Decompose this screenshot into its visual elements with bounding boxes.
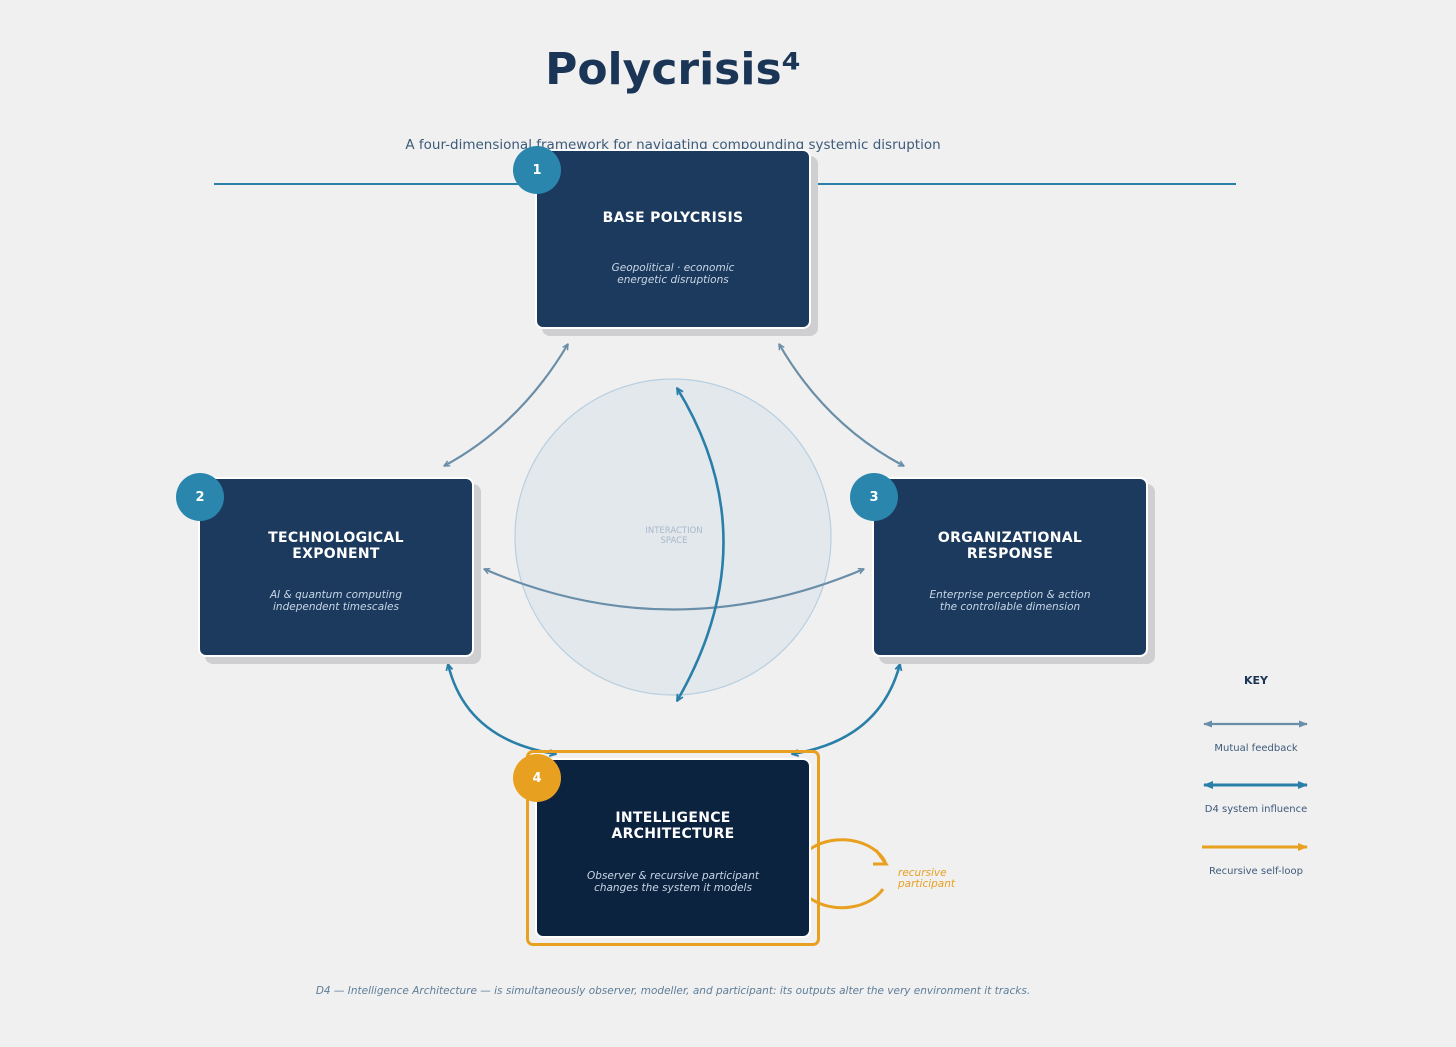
- influence-arrow-d4-d2: [448, 664, 556, 754]
- node-title: ORGANIZATIONAL RESPONSE: [884, 530, 1136, 562]
- key-label-d4-influence: D4 system influence: [1204, 804, 1308, 815]
- node-number-badge-2: 2: [176, 473, 224, 521]
- interaction-space-label: INTERACTION SPACE: [624, 526, 724, 546]
- node-description: Enterprise perception & action the contr…: [884, 589, 1136, 613]
- key-label-mutual-feedback: Mutual feedback: [1214, 743, 1298, 754]
- self-loop-arrowhead: [873, 849, 889, 866]
- footnote: D4 — Intelligence Architecture — is simu…: [315, 985, 1031, 997]
- feedback-arrow-d2-d3: [484, 569, 864, 611]
- interaction-space-label-line2: SPACE: [660, 536, 688, 546]
- node-title-line1: INTELLIGENCE: [615, 810, 731, 826]
- key-title: KEY: [1243, 674, 1268, 687]
- influence-arrow-d4-d1: [675, 388, 725, 701]
- d4-highlight-frame: [526, 750, 820, 946]
- recursive-participant-label: recursive participant: [898, 868, 955, 890]
- node-title: TECHNOLOGICAL EXPONENT: [210, 530, 462, 562]
- node-title-line1: ORGANIZATIONAL: [937, 530, 1083, 546]
- interaction-space-circle: [514, 378, 832, 696]
- recursive-label-line2: participant: [898, 878, 956, 890]
- node-technological-exponent: TECHNOLOGICAL EXPONENT AI & quantum comp…: [198, 477, 474, 657]
- node-description: Geopolitical · economic energetic disrup…: [547, 262, 799, 286]
- recursive-label-line1: recursive: [898, 867, 947, 879]
- feedback-arrow-d1-d2: [444, 344, 569, 467]
- node-title-line2: RESPONSE: [966, 546, 1054, 562]
- node-description-line2: energetic disruptions: [617, 274, 729, 286]
- node-description-line1: AI & quantum computing: [270, 589, 402, 601]
- node-title-line2: EXPONENT: [292, 546, 380, 562]
- influence-arrow-d4-d3: [792, 664, 900, 754]
- node-description-line2: the controllable dimension: [939, 601, 1081, 613]
- node-base-polycrisis: BASE POLYCRISIS Geopolitical · economic …: [535, 149, 811, 329]
- node-number-badge-4: 4: [513, 754, 561, 802]
- node-description-line2: changes the system it models: [594, 882, 752, 894]
- node-title: INTELLIGENCE ARCHITECTURE: [547, 810, 799, 842]
- node-organizational-response: ORGANIZATIONAL RESPONSE Enterprise perce…: [872, 477, 1148, 657]
- key-label-self-loop: Recursive self-loop: [1209, 866, 1303, 877]
- node-description-line2: independent timescales: [273, 601, 399, 613]
- node-description-line1: Observer & recursive participant: [587, 870, 759, 882]
- node-title-line1: TECHNOLOGICAL: [268, 530, 404, 546]
- feedback-arrow-d1-d3: [778, 344, 904, 467]
- node-title-line2: ARCHITECTURE: [611, 826, 735, 842]
- node-description: AI & quantum computing independent times…: [210, 589, 462, 613]
- node-number-badge-3: 3: [850, 473, 898, 521]
- node-description-line1: Enterprise perception & action: [929, 589, 1091, 601]
- interaction-space-label-line1: INTERACTION: [645, 526, 703, 536]
- node-intelligence-architecture: INTELLIGENCE ARCHITECTURE Observer & rec…: [535, 758, 811, 938]
- node-description-line1: Geopolitical · economic: [611, 262, 735, 274]
- page-title: Polycrisis⁴: [545, 44, 801, 95]
- node-description: Observer & recursive participant changes…: [547, 870, 799, 894]
- node-title: BASE POLYCRISIS: [602, 210, 744, 226]
- node-number-badge-1: 1: [513, 146, 561, 194]
